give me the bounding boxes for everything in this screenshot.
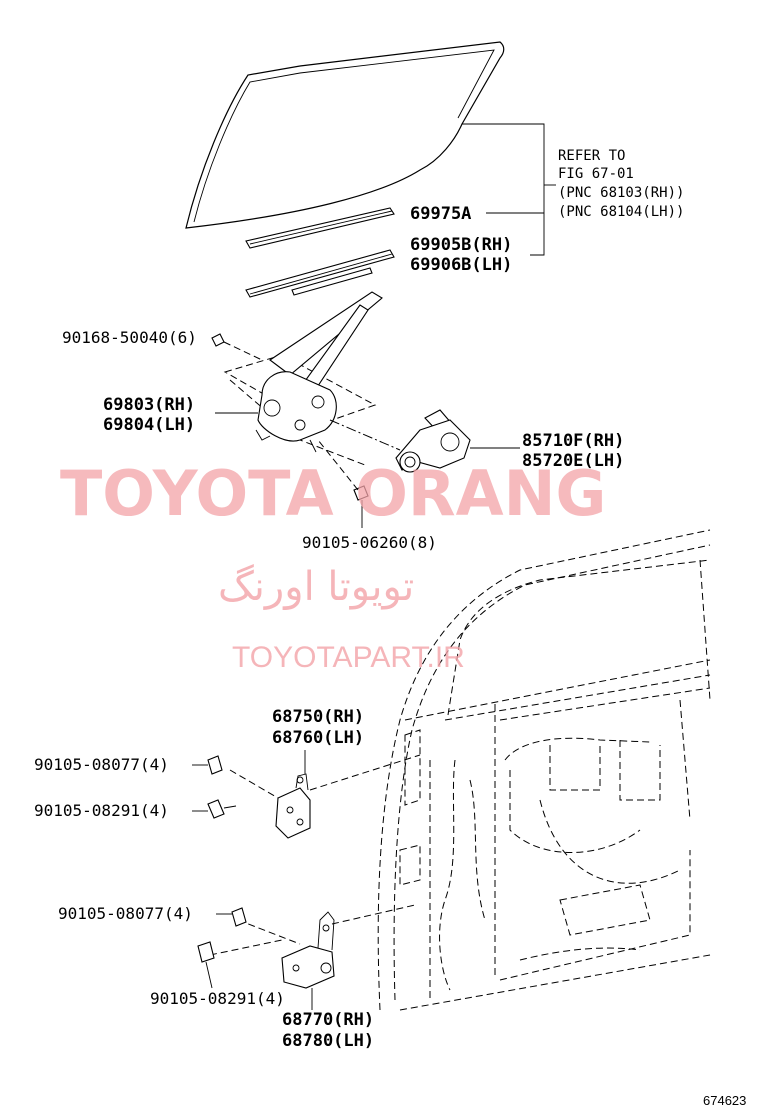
refer-bracket <box>462 123 556 256</box>
lower-hinge <box>209 904 416 1010</box>
door-body <box>377 529 711 1011</box>
refer-line-1: REFER TO <box>558 148 625 164</box>
label-69975a[interactable]: 69975A <box>410 204 471 224</box>
glass-run-69905b <box>245 249 395 298</box>
bolt-90105-06260-icon <box>317 439 369 528</box>
label-90168-50040[interactable]: 90168-50040(6) <box>62 328 197 347</box>
label-90105-08291-upper[interactable]: 90105-08291(4) <box>34 801 169 820</box>
label-68760[interactable]: 68760(LH) <box>272 728 364 748</box>
watermark-url: TOYOTAPART.IR <box>232 641 465 674</box>
bolt-90105-08077-lower-icon <box>216 907 247 927</box>
label-90105-06260[interactable]: 90105-06260(8) <box>302 533 437 552</box>
window-regulator <box>223 291 383 466</box>
door-glass <box>185 41 505 229</box>
upper-hinge <box>229 750 421 839</box>
bolt-90105-08077-upper-icon <box>192 755 223 775</box>
watermark-persian: تویوتا اورنگ <box>218 564 414 610</box>
glass-channel-69975a <box>245 207 395 249</box>
label-85710f[interactable]: 85710F(RH) <box>522 431 624 451</box>
figure-number: 674623 <box>703 1093 746 1108</box>
refer-line-3: (PNC 68103(RH)) <box>558 185 684 201</box>
label-90105-08291-lower[interactable]: 90105-08291(4) <box>150 989 285 1008</box>
label-68770[interactable]: 68770(RH) <box>282 1010 374 1030</box>
label-68750[interactable]: 68750(RH) <box>272 707 364 727</box>
refer-line-4: (PNC 68104(LH)) <box>558 204 684 220</box>
watermark-brand: TOYOTA ORANG <box>60 457 606 530</box>
label-69803[interactable]: 69803(RH) <box>103 395 195 415</box>
power-window-motor <box>329 409 520 473</box>
bolt-90168-icon <box>211 333 263 361</box>
label-90105-08077-lower[interactable]: 90105-08077(4) <box>58 904 193 923</box>
label-85720e[interactable]: 85720E(LH) <box>522 451 624 471</box>
label-68780[interactable]: 68780(LH) <box>282 1031 374 1051</box>
label-69906b[interactable]: 69906B(LH) <box>410 255 512 275</box>
bolt-90105-08291-lower-icon <box>197 941 215 989</box>
bolt-90105-08291-upper-icon <box>192 799 237 819</box>
label-90105-08077-upper[interactable]: 90105-08077(4) <box>34 755 169 774</box>
label-69905b[interactable]: 69905B(RH) <box>410 235 512 255</box>
label-69804[interactable]: 69804(LH) <box>103 415 195 435</box>
refer-line-2: FIG 67-01 <box>558 166 634 182</box>
